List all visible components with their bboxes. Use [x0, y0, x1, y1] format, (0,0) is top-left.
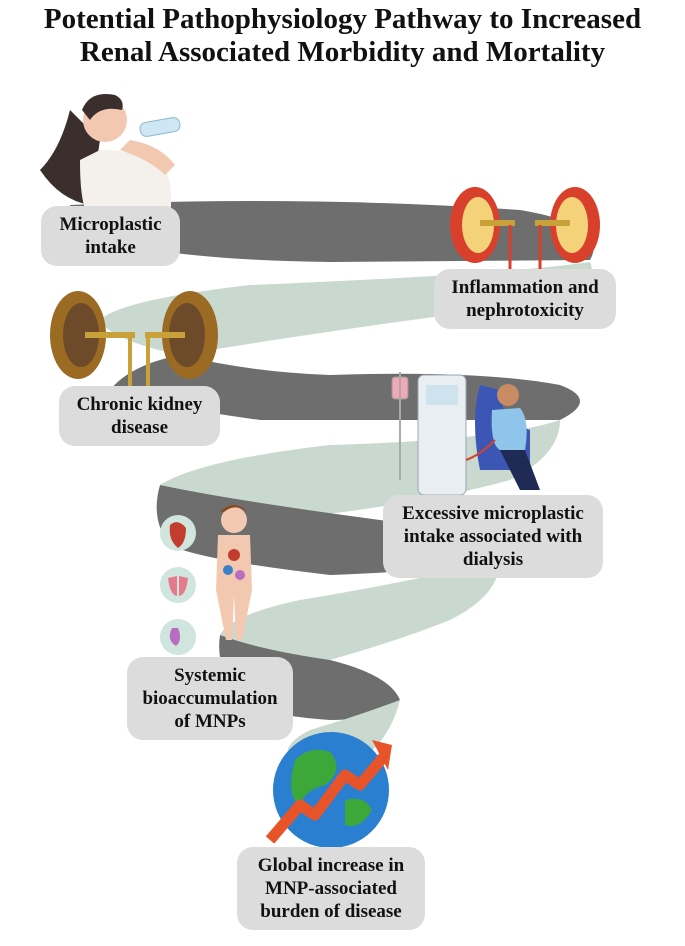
step-line: dialysis	[462, 549, 524, 570]
step-line: intake	[85, 237, 136, 258]
dialysis-icon	[391, 372, 540, 501]
step-line: intake associated with	[403, 526, 583, 547]
kidneys-ckd-icon	[50, 291, 218, 390]
step-line: burden of disease	[260, 901, 402, 922]
step-line: disease	[111, 417, 168, 438]
step-global-burden-label: Global increase in MNP-associated burden…	[237, 847, 425, 930]
step-inflammation-label: Inflammation and nephrotoxicity	[434, 269, 616, 329]
globe-arrow-icon	[265, 732, 392, 848]
step-line: Chronic kidney	[76, 394, 203, 415]
step-ckd-label: Chronic kidney disease	[59, 386, 220, 446]
step-dialysis-label: Excessive microplastic intake associated…	[383, 495, 603, 578]
step-line: Systemic	[174, 665, 246, 686]
ribbon-band-6	[220, 560, 500, 660]
step-line: Excessive microplastic	[402, 503, 584, 524]
step-bioaccumulation-label: Systemic bioaccumulation of MNPs	[127, 657, 293, 740]
step-line: MNP-associated	[265, 878, 397, 899]
page-title-line2: Renal Associated Morbidity and Mortality	[79, 36, 606, 68]
step-line: of MNPs	[174, 711, 246, 732]
step-line: nephrotoxicity	[466, 300, 584, 321]
step-line: Microplastic	[59, 214, 162, 235]
body-organs-icon	[160, 505, 252, 655]
step-microplastic-intake-label: Microplastic intake	[41, 206, 180, 266]
kidneys-icon	[450, 187, 600, 275]
step-line: Global increase in	[257, 855, 405, 876]
step-line: Inflammation and	[451, 277, 599, 298]
step-line: bioaccumulation	[142, 688, 278, 709]
woman-drinking-icon	[40, 94, 181, 215]
page-title-line1: Potential Pathophysiology Pathway to Inc…	[43, 3, 642, 35]
